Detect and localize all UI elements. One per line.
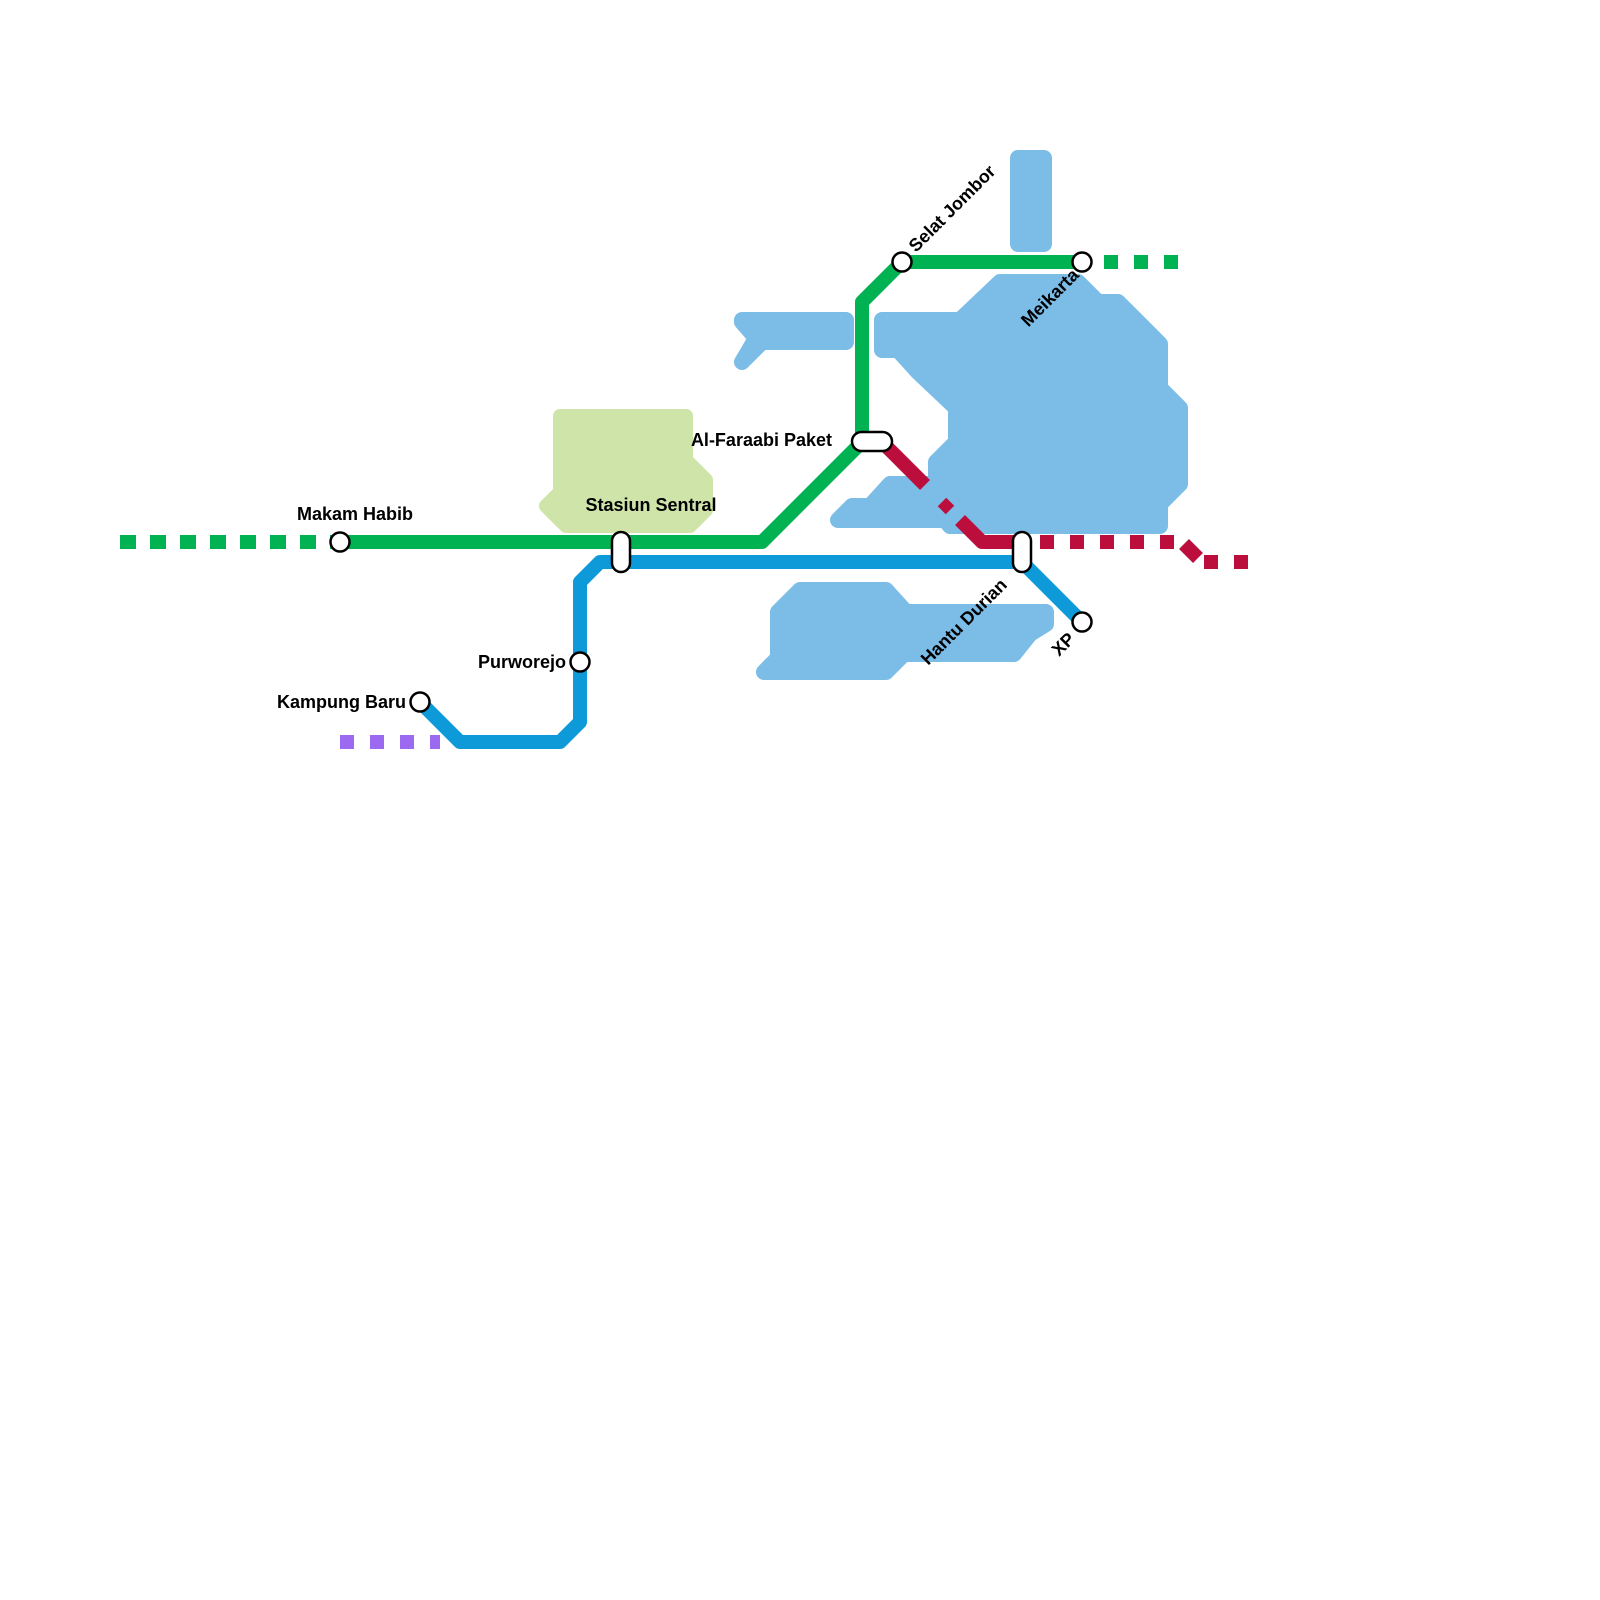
station-makam-habib[interactable] xyxy=(329,531,351,553)
station-stasiun-sentral[interactable] xyxy=(610,530,632,574)
label-xp: XP xyxy=(1048,629,1079,660)
label-purworejo: Purworejo xyxy=(478,652,566,672)
park-area xyxy=(539,409,713,533)
station-selat-jombor[interactable] xyxy=(891,251,913,273)
station-meikarta[interactable] xyxy=(1071,251,1093,273)
station-purworejo[interactable] xyxy=(569,651,591,673)
label-kampung-baru: Kampung Baru xyxy=(277,692,406,712)
station-xp[interactable] xyxy=(1071,611,1093,633)
label-makam-habib: Makam Habib xyxy=(297,504,413,524)
water-west-pond xyxy=(734,312,854,370)
station-hantu-durian[interactable] xyxy=(1011,530,1033,574)
water-main-lake xyxy=(830,274,1188,534)
station-al-faraabi-paket[interactable] xyxy=(850,430,894,453)
red-line-solid-b xyxy=(955,515,1020,549)
label-al-faraabi-paket: Al-Faraabi Paket xyxy=(691,430,832,450)
green-line xyxy=(120,255,1184,549)
label-stasiun-sentral: Stasiun Sentral xyxy=(585,495,716,515)
red-line-dot xyxy=(937,497,955,515)
red-line-dashed-diag xyxy=(1179,539,1203,563)
station-kampung-baru[interactable] xyxy=(409,691,431,713)
water-north-inlet xyxy=(1010,150,1052,252)
water-south-lake xyxy=(756,582,1054,680)
label-selat-jombor: Selat Jombor xyxy=(905,161,1000,256)
stations xyxy=(329,251,1093,713)
green-line-solid xyxy=(340,255,1082,549)
water-bodies xyxy=(734,150,1188,680)
